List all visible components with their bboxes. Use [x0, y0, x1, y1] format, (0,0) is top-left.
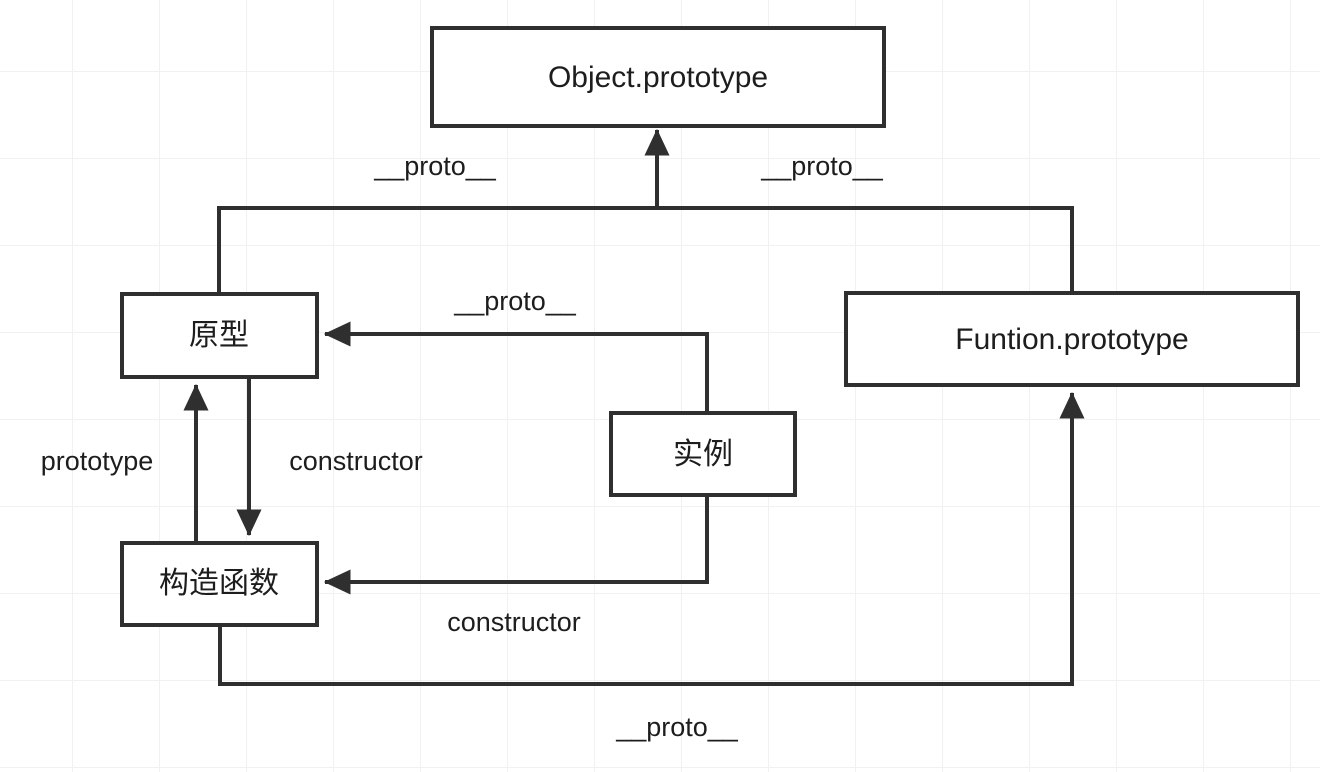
edge-label-proto-ctor-to-funtionproto: __proto__ — [615, 712, 739, 742]
edge-label-layer: __proto__ __proto__ __proto__ prototype … — [41, 151, 884, 742]
node-object-prototype-label: Object.prototype — [548, 61, 768, 94]
node-prototype-box[interactable] — [120, 292, 319, 379]
edge-layer — [183, 128, 1085, 686]
node-object-prototype-box[interactable] — [430, 26, 886, 128]
node-constructor[interactable]: 构造函数 — [120, 541, 319, 627]
edge-proto-funtionproto-to-object — [657, 206, 1074, 293]
node-funtion-prototype-box[interactable] — [844, 291, 1300, 387]
node-instance[interactable]: 实例 — [609, 411, 797, 497]
edge-label-proto-instance-to-prototype: __proto__ — [453, 286, 577, 316]
node-prototype[interactable]: 原型 — [120, 292, 319, 379]
edge-label-constructor-proto-to-ctor: constructor — [289, 446, 423, 476]
edge-constructor-instance-to-ctor — [323, 495, 709, 595]
node-prototype-label: 原型 — [189, 319, 249, 352]
edge-proto-instance-to-prototype — [323, 321, 709, 413]
node-instance-label: 实例 — [673, 438, 733, 471]
edge-label-constructor-instance-to-ctor: constructor — [447, 607, 581, 637]
edge-label-proto-funtionproto-to-object: __proto__ — [760, 151, 884, 181]
node-constructor-label: 构造函数 — [159, 567, 279, 600]
node-funtion-prototype[interactable]: Funtion.prototype — [844, 291, 1300, 387]
node-instance-box[interactable] — [609, 411, 797, 497]
edge-label-prototype-ctor-to-proto: prototype — [41, 446, 154, 476]
node-layer: Object.prototype 原型 Funtion.prototype 实例… — [120, 26, 1300, 627]
node-object-prototype[interactable]: Object.prototype — [430, 26, 886, 128]
edge-proto-ctor-to-funtionproto — [218, 391, 1085, 686]
node-constructor-box[interactable] — [120, 541, 319, 627]
edge-proto-prototype-to-object — [217, 128, 670, 294]
edge-label-proto-prototype-to-object: __proto__ — [373, 151, 497, 181]
node-funtion-prototype-label: Funtion.prototype — [955, 323, 1188, 356]
